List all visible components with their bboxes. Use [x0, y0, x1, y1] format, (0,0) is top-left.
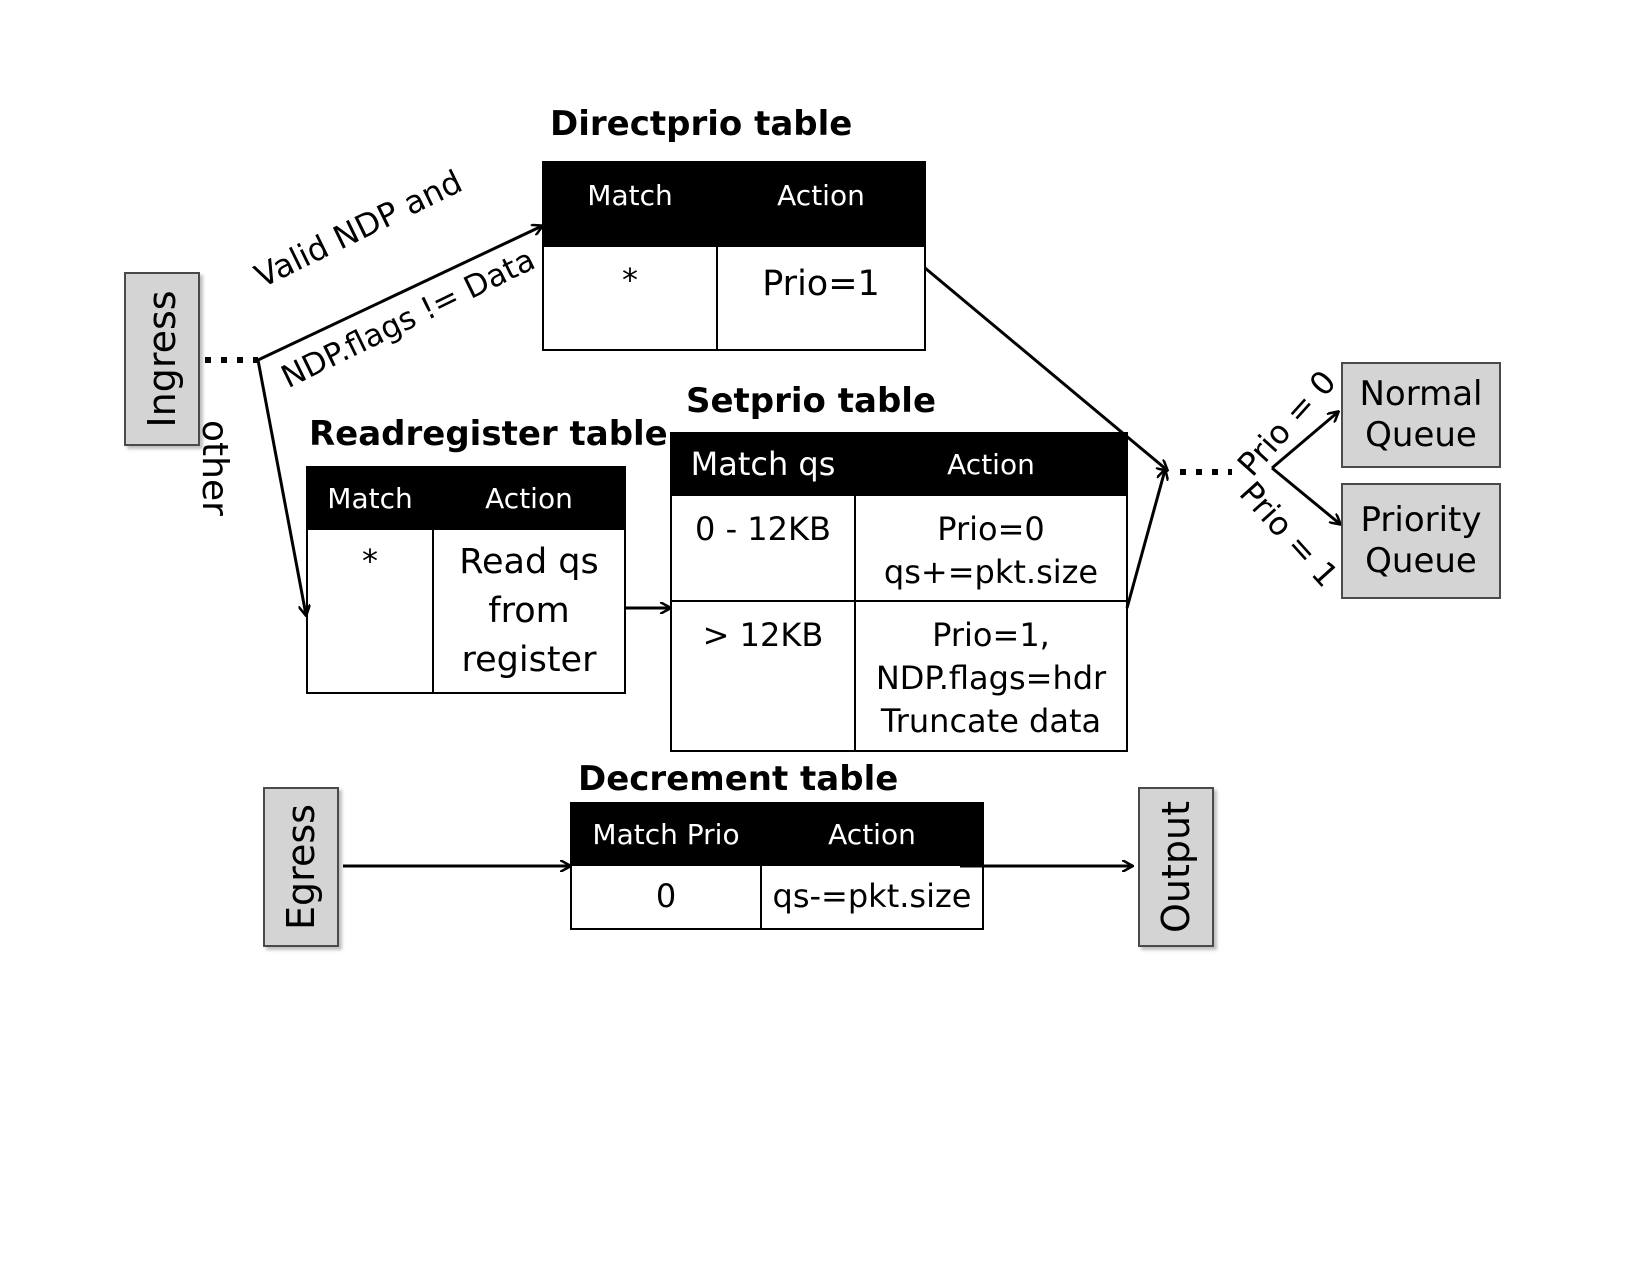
readregister-title: Readregister table	[309, 414, 668, 454]
normal-queue-label: Normal	[1359, 374, 1483, 415]
directprio-title: Directprio table	[550, 104, 853, 144]
directprio-header-action: Action	[716, 161, 926, 247]
readregister-header-match: Match	[306, 466, 434, 530]
setprio-table: Match qs Action 0 - 12KB Prio=0 qs+=pkt.…	[670, 432, 1128, 752]
arrow-setprio-to-merge	[1125, 470, 1165, 609]
setprio-action-line: Prio=0	[937, 510, 1045, 548]
decrement-action-cell: qs-=pkt.size	[760, 864, 984, 930]
arrow-to-normal-queue	[1271, 412, 1338, 470]
setprio-action-line: Prio=1,	[932, 616, 1050, 654]
arrow-ingress-to-directprio	[257, 226, 542, 362]
setprio-action-line: NDP.flags=hdr	[875, 659, 1107, 698]
setprio-action-line: qs+=pkt.size	[883, 553, 1099, 592]
priority-queue-label: Queue	[1365, 541, 1477, 581]
normal-queue-label: Queue	[1365, 415, 1477, 455]
readregister-match-cell: *	[306, 528, 434, 694]
decrement-header-action: Action	[760, 802, 984, 866]
readregister-action-line: from	[488, 591, 570, 631]
setprio-row1-action: Prio=0 qs+=pkt.size	[854, 494, 1128, 602]
table-row: * Read qs from register	[306, 528, 626, 694]
output-box: Output	[1138, 787, 1214, 947]
egress-box: Egress	[263, 787, 339, 947]
priority-queue-label: Priority	[1360, 500, 1482, 541]
table-row: 0 - 12KB Prio=0 qs+=pkt.size	[670, 494, 1128, 602]
directprio-action-cell: Prio=1	[716, 245, 926, 351]
readregister-action-line: register	[461, 640, 597, 680]
table-row: * Prio=1	[542, 245, 926, 351]
readregister-action-cell: Read qs from register	[432, 528, 626, 694]
setprio-header-action: Action	[854, 432, 1128, 496]
decrement-header-match: Match Prio	[570, 802, 762, 866]
readregister-action-line: Read qs	[459, 542, 599, 582]
priority-queue-box: Priority Queue	[1341, 483, 1501, 599]
setprio-action-line: Truncate data	[880, 702, 1102, 741]
edge-label-other: other	[194, 420, 235, 516]
table-row: 0 qs-=pkt.size	[570, 864, 984, 930]
ingress-box: Ingress	[124, 272, 200, 446]
ingress-label: Ingress	[140, 290, 184, 428]
table-row: > 12KB Prio=1, NDP.flags=hdr Truncate da…	[670, 600, 1128, 752]
directprio-table: Match Action * Prio=1	[542, 161, 926, 351]
decrement-table: Match Prio Action 0 qs-=pkt.size	[570, 802, 984, 930]
setprio-title: Setprio table	[686, 381, 937, 421]
output-label: Output	[1154, 801, 1198, 933]
decrement-match-cell: 0	[570, 864, 762, 930]
directprio-match-cell: *	[542, 245, 718, 351]
arrow-to-priority-queue	[1271, 466, 1340, 524]
setprio-header-match: Match qs	[670, 432, 856, 496]
setprio-row2-action: Prio=1, NDP.flags=hdr Truncate data	[854, 600, 1128, 752]
readregister-table: Match Action * Read qs from register	[306, 466, 626, 694]
egress-label: Egress	[279, 804, 323, 930]
decrement-title: Decrement table	[578, 759, 899, 799]
readregister-header-action: Action	[432, 466, 626, 530]
arrow-ingress-to-readregister	[256, 359, 306, 615]
normal-queue-box: Normal Queue	[1341, 362, 1501, 468]
setprio-row2-match: > 12KB	[670, 600, 856, 752]
setprio-row1-match: 0 - 12KB	[670, 494, 856, 602]
directprio-header-match: Match	[542, 161, 718, 247]
